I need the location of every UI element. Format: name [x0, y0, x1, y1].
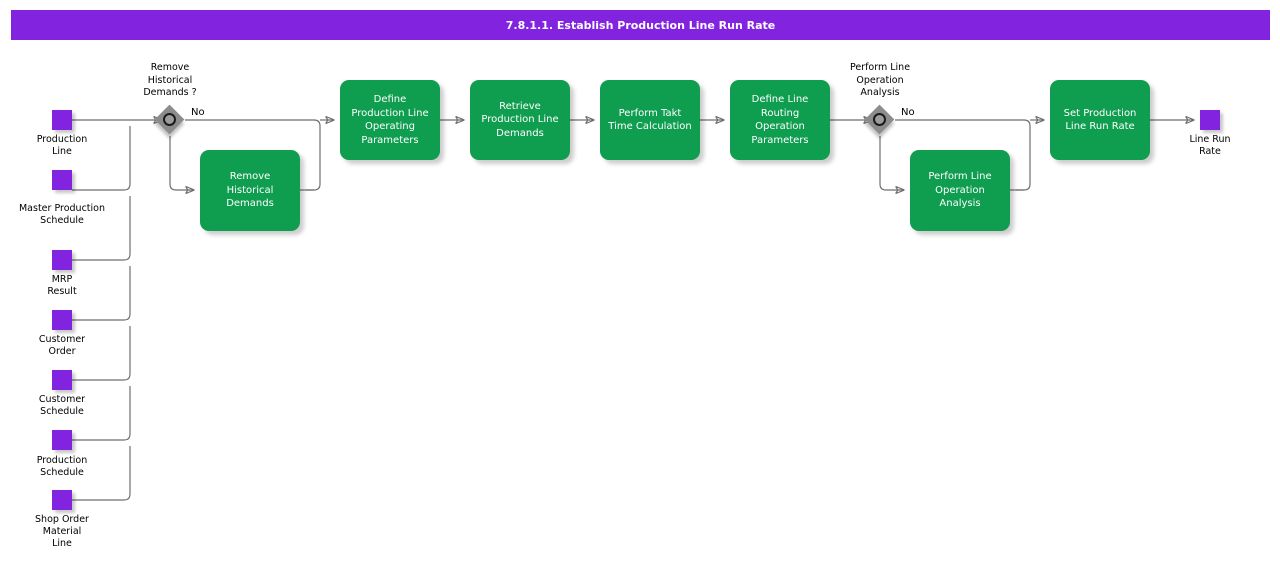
- task-define-line-routing-operation-parameters[interactable]: Define Line Routing Operation Parameters: [730, 80, 830, 160]
- data-object-label-master-production-schedule: Master Production Schedule: [18, 203, 105, 226]
- data-object-label-production-line: Production Line: [36, 134, 88, 157]
- data-object-label-production-schedule: Production Schedule: [36, 455, 88, 478]
- data-object-line-run-rate[interactable]: [1200, 110, 1220, 130]
- data-object-label-line-run-rate: Line Run Rate: [1189, 134, 1231, 157]
- gateway-inclusive-circle-icon: [873, 113, 886, 126]
- data-object-customer-order[interactable]: [52, 310, 72, 330]
- data-object-mrp-result[interactable]: [52, 250, 72, 270]
- task-remove-historical-demands[interactable]: Remove Historical Demands: [200, 150, 300, 231]
- gateway-inclusive-circle-icon: [163, 113, 176, 126]
- data-object-customer-schedule[interactable]: [52, 370, 72, 390]
- task-define-production-line-operating-parameters[interactable]: Define Production Line Operating Paramet…: [340, 80, 440, 160]
- gateway-perform-line-operation-analysis[interactable]: [864, 104, 895, 135]
- flow-label-gateway2-no: No: [901, 107, 915, 118]
- task-set-production-line-run-rate[interactable]: Set Production Line Run Rate: [1050, 80, 1150, 160]
- data-object-label-customer-schedule: Customer Schedule: [38, 394, 86, 417]
- gateway-label-remove-historical-demands: Remove Historical Demands ?: [143, 62, 197, 99]
- wire-gateway1-to-remove-historical-demands: [169, 136, 194, 190]
- data-object-production-schedule[interactable]: [52, 430, 72, 450]
- wire-gateway2-to-perform-analysis: [879, 136, 904, 190]
- data-object-label-customer-order: Customer Order: [38, 334, 86, 357]
- task-perform-line-operation-analysis[interactable]: Perform Line Operation Analysis: [910, 150, 1010, 231]
- data-object-label-shop-order-material-line: Shop Order Material Line: [35, 514, 89, 549]
- task-retrieve-production-line-demands[interactable]: Retrieve Production Line Demands: [470, 80, 570, 160]
- task-perform-takt-time-calculation[interactable]: Perform Takt Time Calculation: [600, 80, 700, 160]
- data-object-master-production-schedule[interactable]: [52, 170, 72, 190]
- data-object-shop-order-material-line[interactable]: [52, 490, 72, 510]
- gateway-remove-historical-demands[interactable]: [154, 104, 185, 135]
- gateway-label-perform-line-operation-analysis: Perform Line Operation Analysis: [849, 62, 911, 99]
- diagram-title-bar: 7.8.1.1. Establish Production Line Run R…: [11, 10, 1270, 40]
- data-object-label-mrp-result: MRP Result: [47, 274, 77, 297]
- page-title: 7.8.1.1. Establish Production Line Run R…: [505, 18, 776, 32]
- flow-label-gateway1-no: No: [191, 107, 205, 118]
- data-object-production-line[interactable]: [52, 110, 72, 130]
